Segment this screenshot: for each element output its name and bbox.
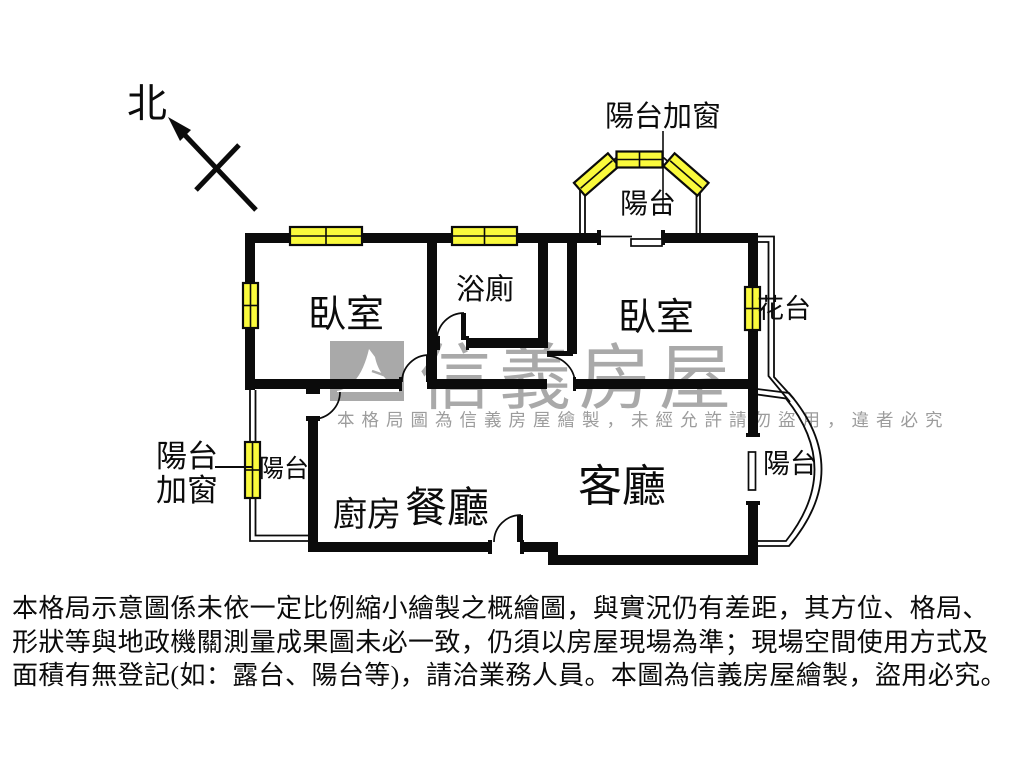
- window-bay-left: [572, 151, 621, 198]
- label-dining: 餐廳: [405, 485, 489, 532]
- label-balcony-left-window-line2: 加窗: [156, 473, 218, 508]
- window-balcony-left: [243, 440, 262, 500]
- disclaimer-line-2: 形狀等與地政機關測量成果圖未必一致，仍須以房屋現場為準；現場空間使用方式及: [12, 627, 989, 657]
- watermark-logo: [330, 341, 404, 401]
- label-bedroom-left: 臥室: [308, 294, 384, 336]
- window-bedroom-left-top: [288, 225, 364, 247]
- disclaimer-line-1: 本格局示意圖係未依一定比例縮小繪製之概繪圖，與實況仍有差距，其方位、格局、: [12, 594, 989, 623]
- north-arrow-icon: [168, 117, 258, 212]
- sliding-door-right: [747, 451, 757, 491]
- door-bedroom-left: [401, 354, 432, 383]
- label-balcony-right: 陽台: [763, 449, 817, 479]
- label-living: 客廳: [578, 462, 666, 511]
- flower-bed-outline: [758, 235, 795, 403]
- label-balcony-left-window-line1: 陽台: [156, 439, 218, 474]
- label-balcony-top: 陽台: [620, 188, 676, 220]
- door-bathroom: [436, 312, 466, 341]
- window-bay-right: [661, 151, 711, 198]
- walls: [245, 230, 760, 565]
- label-kitchen: 廚房: [333, 496, 401, 534]
- window-bay-top: [615, 150, 664, 169]
- label-bathroom: 浴廁: [456, 273, 514, 306]
- window-bedroom-left-side: [241, 281, 260, 330]
- door-kitchen-balcony: [312, 391, 341, 420]
- disclaimer-line-3: 面積有無登記(如：露台、陽台等)，請洽業務人員。本圖為信義房屋繪製，盜用必究。: [12, 661, 1007, 690]
- balcony-right-outline: [756, 388, 823, 547]
- door-bedroom-right: [546, 351, 576, 385]
- window-bedroom-right-side: [743, 285, 762, 332]
- window-bathroom-top: [450, 225, 519, 247]
- sliding-door-top: [601, 235, 663, 247]
- balcony-left-outline: [249, 390, 309, 542]
- north-label: 北: [127, 81, 167, 126]
- watermark-notice: 本格局圖為信義房屋繪製，未經允許請勿盜用，違者必究: [337, 410, 950, 430]
- label-balcony-left: 陽台: [259, 455, 309, 483]
- label-flower-bed: 花台: [757, 294, 811, 324]
- label-balcony-top-window: 陽台加窗: [605, 100, 721, 133]
- disclaimer: 本格局示意圖係未依一定比例縮小繪製之概繪圖，與實況仍有差距，其方位、格局、 形狀…: [12, 592, 1018, 693]
- label-bedroom-right: 臥室: [618, 297, 694, 339]
- door-entrance: [493, 514, 523, 543]
